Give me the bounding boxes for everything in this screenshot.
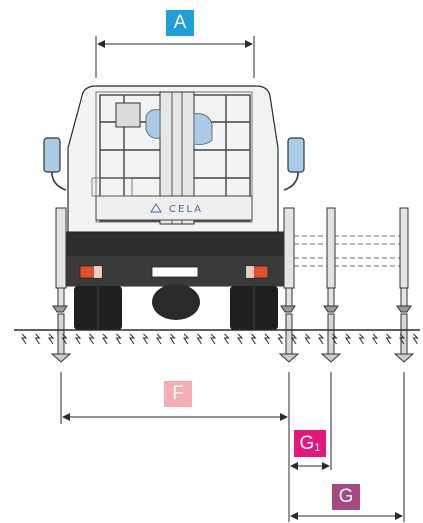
ground-hatch-mark: [169, 333, 176, 345]
control-box: [115, 102, 141, 128]
outrigger-right-extended: [393, 207, 415, 363]
outrigger-right-retracted: [278, 207, 300, 363]
dimension-label-g: G: [332, 484, 360, 510]
ground-hatch-mark: [237, 333, 244, 345]
dimension-a: [95, 36, 255, 78]
platform-plate: [95, 195, 253, 221]
ground-hatch-mark: [102, 333, 109, 345]
ground-hatch-mark: [142, 333, 149, 345]
label-g1-text: G: [299, 432, 315, 454]
ground-hatch-mark: [412, 333, 419, 345]
ground-hatch-mark: [250, 333, 257, 345]
ground-hatch-mark: [331, 333, 338, 345]
outrigger-right-mid: [320, 207, 342, 363]
right-mirror: [283, 137, 305, 191]
ground-hatch-mark: [129, 333, 136, 345]
ground-line: [14, 329, 420, 345]
dimension-g: [290, 372, 405, 522]
ground-hatch-mark: [61, 333, 68, 345]
ground-hatch-mark: [88, 333, 95, 345]
ground-hatch-mark: [345, 333, 352, 345]
ground-hatch-mark: [318, 333, 325, 345]
ground-hatch-mark: [385, 333, 392, 345]
ground-hatch-mark: [196, 333, 203, 345]
left-mirror: [43, 137, 67, 191]
ground-hatch-mark: [358, 333, 365, 345]
ground-hatch-mark: [399, 333, 406, 345]
dimension-label-f: F: [164, 381, 192, 407]
outrigger-left: [50, 207, 72, 363]
label-g1-subscript: 1: [314, 442, 321, 454]
license-plate: [151, 266, 199, 278]
ground-hatch-mark: [264, 333, 271, 345]
ground-hatch-mark: [115, 333, 122, 345]
truck: CELA: [43, 85, 402, 330]
label-f-text: F: [172, 383, 184, 404]
label-a-text: A: [173, 12, 187, 33]
ground-hatch-mark: [223, 333, 230, 345]
dimension-f: [60, 372, 290, 522]
ground-hatch-mark: [372, 333, 379, 345]
ground-hatch-mark: [34, 333, 41, 345]
brand-text: CELA: [169, 204, 203, 215]
label-g-text: G: [338, 486, 354, 507]
ground-hatch-mark: [183, 333, 190, 345]
ground-hatch-mark: [304, 333, 311, 345]
ground-hatch-mark: [291, 333, 298, 345]
dimension-g1: [290, 372, 332, 470]
ground-hatch-mark: [156, 333, 163, 345]
ground-hatch-mark: [21, 333, 28, 345]
cela-logo: CELA: [150, 203, 203, 215]
dimension-label-a: A: [166, 10, 194, 36]
ground-hatch-mark: [210, 333, 217, 345]
ground-hatch-mark: [48, 333, 55, 345]
ground-hatch-mark: [75, 333, 82, 345]
ground-hatch-mark: [277, 333, 284, 345]
